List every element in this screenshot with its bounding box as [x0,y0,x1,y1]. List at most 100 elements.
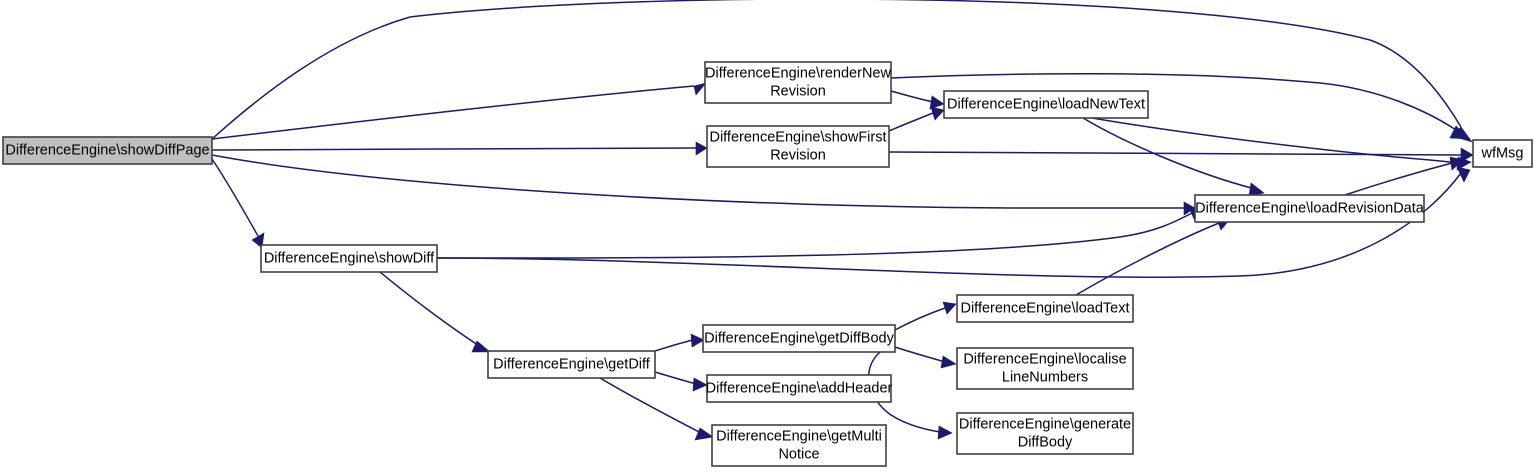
edge-line [1091,117,1461,164]
edge-getDiffBody-to-generateDiffBody [867,351,953,440]
edge-line [211,147,697,151]
node-label: DifferenceEngine\loadRevisionData [1195,200,1425,216]
edge-line [436,172,1462,278]
arrowhead-icon [930,106,945,121]
arrowhead-icon [942,301,957,315]
edge-line [654,339,694,352]
arrowhead-icon [471,340,491,353]
node-box[interactable] [704,61,892,104]
graph-node-showDiffPage[interactable]: DifferenceEngine\showDiffPage [2,136,213,165]
arrowhead-icon [695,141,708,156]
arrowhead-icon [1456,166,1471,183]
edge-showDiffPage-to-showDiff [211,158,265,249]
edge-line [379,271,482,348]
graph-node-getDiff[interactable]: DifferenceEngine\getDiff [487,350,656,379]
edge-showDiffPage-to-showFirstRevision [211,141,708,156]
edge-showDiff-to-wfMsg [436,166,1471,278]
edge-renderNewRevision-to-loadNewText [890,90,945,110]
graph-node-loadText[interactable]: DifferenceEngine\loadText [956,294,1134,323]
arrowhead-icon [1449,156,1464,171]
edge-line [1082,117,1256,190]
graph-node-loadNewText[interactable]: DifferenceEngine\loadNewText [943,90,1149,119]
node-label: DifferenceEngine\showDiffPage [5,142,209,158]
edge-showFirstRevision-to-loadNewText [888,106,945,132]
edge-line [654,371,697,385]
edge-line [211,154,1184,209]
node-box[interactable] [711,424,887,467]
node-box[interactable] [1194,194,1425,223]
arrowhead-icon [690,333,705,348]
node-box[interactable] [956,294,1134,323]
edge-showDiffPage-to-renderNewRevision [211,82,707,140]
node-label: wfMsg [1481,145,1524,161]
edge-line [599,377,704,435]
nodes-layer: DifferenceEngine\showDiffPageDifferenceE… [2,61,1533,467]
edge-getDiff-to-getDiffBody [654,333,705,352]
edge-line [894,307,946,331]
edge-line [211,85,695,140]
node-box[interactable] [1472,139,1533,168]
edge-loadRevisionData-to-wfMsg [1344,156,1464,196]
graph-node-getDiffBody[interactable]: DifferenceEngine\getDiffBody [702,324,896,353]
node-box[interactable] [706,374,892,403]
node-box[interactable] [260,244,438,273]
edge-showDiff-to-getDiff [379,271,491,353]
arrowhead-icon [1248,182,1265,197]
node-box[interactable] [956,412,1134,455]
edge-getDiffBody-to-loadText [894,301,957,331]
edge-getDiffBody-to-localiseLineNumbers [894,346,957,369]
node-label: DifferenceEngine\getDiffBody [704,330,894,346]
arrowhead-icon [693,82,707,96]
edge-line [1344,162,1453,196]
edge-line [1075,222,1220,296]
node-box[interactable] [943,90,1149,119]
arrowhead-icon [694,427,714,441]
edge-line [888,112,934,132]
edge-line [211,158,259,237]
edge-line [888,151,1462,156]
edge-line [436,212,1193,259]
arrowhead-icon [692,377,708,392]
node-box[interactable] [956,347,1134,390]
arrowhead-icon [1460,147,1474,163]
node-box[interactable] [487,350,656,379]
graph-node-addHeader[interactable]: DifferenceEngine\addHeader [706,374,893,403]
node-label: DifferenceEngine\showDiff [264,250,435,266]
edge-line [894,346,946,363]
graph-node-showDiff[interactable]: DifferenceEngine\showDiff [260,244,438,273]
graph-node-loadRevisionData[interactable]: DifferenceEngine\loadRevisionData [1194,194,1425,223]
node-box[interactable] [702,324,896,353]
edge-line [890,90,934,103]
node-box[interactable] [2,136,213,165]
node-label: DifferenceEngine\getDiff [493,356,651,372]
edge-renderNewRevision-to-wfMsg [890,72,1471,140]
arrowhead-icon [1449,125,1471,140]
edge-getDiff-to-addHeader [654,371,708,392]
edge-showFirstRevision-to-wfMsg [888,147,1474,163]
graph-node-wfMsg[interactable]: wfMsg [1472,139,1533,168]
node-label: DifferenceEngine\addHeader [706,380,893,396]
node-label: DifferenceEngine\loadText [960,300,1129,316]
edge-getDiff-to-getMultiNotice [599,377,714,441]
edge-showDiff-to-loadRevisionData [436,206,1202,259]
edge-showDiffPage-to-loadRevisionData [211,154,1196,216]
node-box[interactable] [706,125,890,168]
arrowhead-icon [937,425,953,440]
edge-loadText-to-loadRevisionData [1075,216,1230,296]
arrowhead-icon [940,355,957,369]
arrowhead-icon [929,95,945,110]
edge-line [867,351,941,433]
edge-loadNewText-to-wfMsg [1091,117,1472,171]
